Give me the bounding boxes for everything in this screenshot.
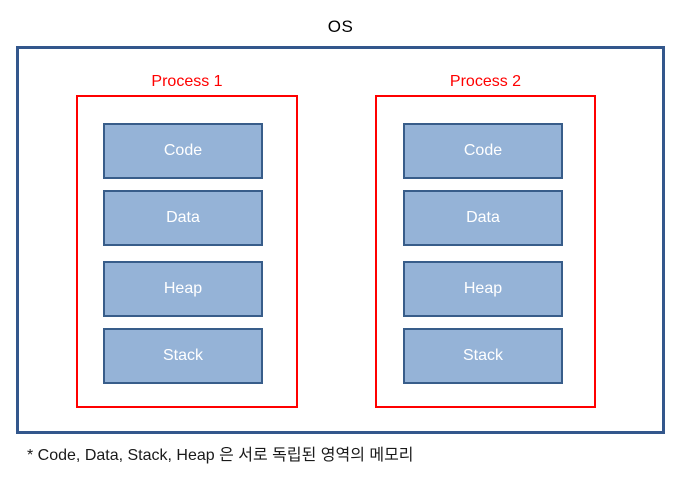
process-1-segment-code: Code (103, 123, 263, 179)
process-2-segment-code: Code (403, 123, 563, 179)
process-1-segment-stack: Stack (103, 328, 263, 384)
process-2-segment-heap: Heap (403, 261, 563, 317)
process-2-box (375, 95, 596, 408)
process-1-segment-data: Data (103, 190, 263, 246)
process-1-segment-heap: Heap (103, 261, 263, 317)
process-2-label: Process 2 (449, 73, 522, 90)
process-1-label: Process 1 (151, 73, 223, 90)
process-2-segment-data: Data (403, 190, 563, 246)
process-2-segment-stack: Stack (403, 328, 563, 384)
process-1-box (76, 95, 298, 408)
os-title: OS (327, 17, 354, 36)
diagram-footnote: * Code, Data, Stack, Heap 은 서로 독립된 영역의 메… (27, 447, 414, 464)
